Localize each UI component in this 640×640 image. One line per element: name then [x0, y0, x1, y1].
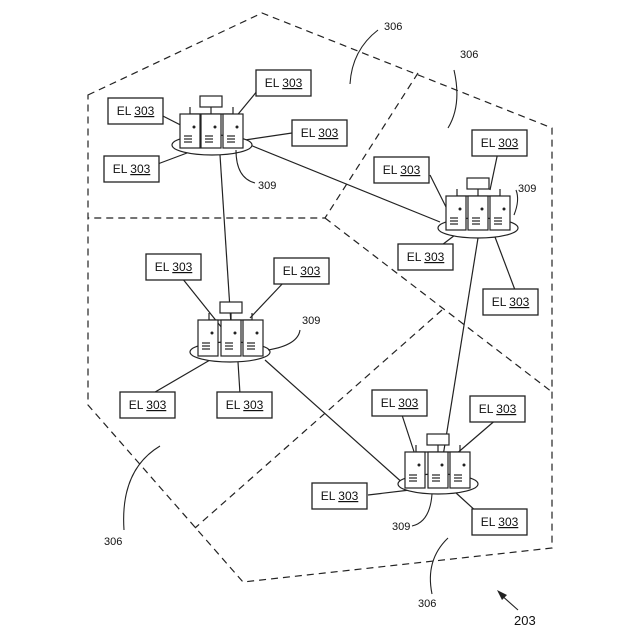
element-box: EL 303	[104, 156, 159, 182]
svg-text:EL 303: EL 303	[492, 295, 530, 309]
region-divider-top	[88, 73, 418, 218]
server-cluster-icon	[405, 434, 470, 488]
svg-text:EL 303: EL 303	[117, 104, 155, 118]
element-box: EL 303	[398, 244, 453, 270]
element-box: EL 303	[292, 120, 347, 146]
svg-text:EL 303: EL 303	[481, 515, 519, 529]
server-cluster-icon	[446, 178, 510, 230]
element-box: EL 303	[146, 254, 201, 280]
figure-ref: 203	[497, 590, 536, 628]
svg-text:203: 203	[514, 613, 536, 628]
svg-text:EL 303: EL 303	[481, 136, 519, 150]
svg-text:EL 303: EL 303	[301, 126, 339, 140]
element-box: EL 303	[472, 509, 527, 535]
svg-text:EL 303: EL 303	[383, 163, 421, 177]
element-box: EL 303	[372, 390, 427, 416]
svg-text:309: 309	[258, 180, 276, 192]
hub-bottom-right: EL 303 EL 303 EL 303 EL 303	[312, 390, 527, 535]
server-cluster-icon	[180, 96, 243, 148]
link-ml-br	[265, 360, 405, 485]
element-box: EL 303	[274, 258, 329, 284]
svg-text:EL 303: EL 303	[381, 396, 419, 410]
svg-text:EL 303: EL 303	[129, 398, 167, 412]
svg-text:306: 306	[418, 598, 436, 610]
svg-text:309: 309	[392, 521, 410, 533]
element-box: EL 303	[374, 157, 429, 183]
svg-text:EL 303: EL 303	[321, 489, 359, 503]
element-box: EL 303	[256, 70, 311, 96]
element-box: EL 303	[120, 392, 175, 418]
element-box: EL 303	[472, 130, 527, 156]
svg-text:EL 303: EL 303	[265, 76, 303, 90]
element-box: EL 303	[217, 392, 272, 418]
svg-text:309: 309	[302, 315, 320, 327]
svg-text:EL 303: EL 303	[479, 402, 517, 416]
svg-text:309: 309	[518, 183, 536, 195]
hub-top-left: EL 303 EL 303 EL 303 EL 303	[104, 70, 347, 182]
svg-text:EL 303: EL 303	[155, 260, 193, 274]
svg-text:EL 303: EL 303	[407, 250, 445, 264]
svg-text:306: 306	[460, 49, 478, 61]
svg-text:EL 303: EL 303	[113, 162, 151, 176]
element-box: EL 303	[470, 396, 525, 422]
svg-text:306: 306	[104, 536, 122, 548]
svg-text:306: 306	[384, 21, 402, 33]
element-box: EL 303	[483, 289, 538, 315]
element-box: EL 303	[108, 98, 163, 124]
element-box: EL 303	[312, 483, 367, 509]
svg-text:EL 303: EL 303	[226, 398, 264, 412]
svg-text:EL 303: EL 303	[283, 264, 321, 278]
